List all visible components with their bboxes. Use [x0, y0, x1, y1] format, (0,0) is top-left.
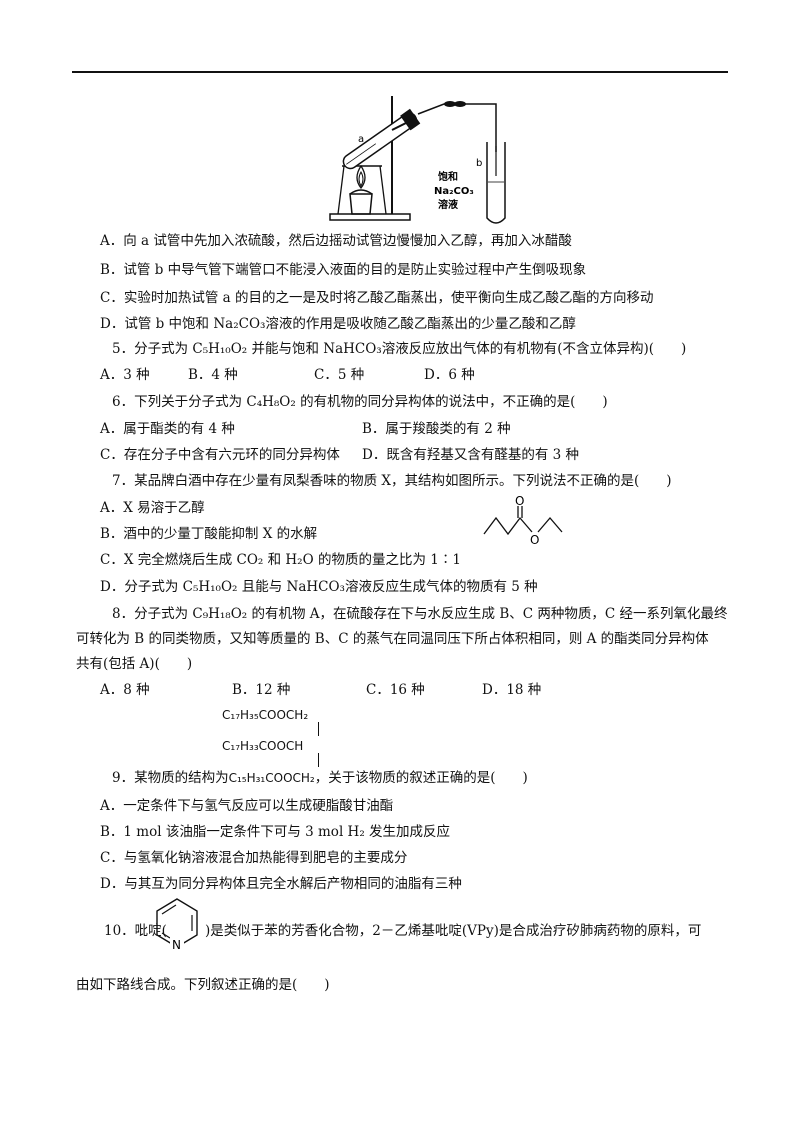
- q9-option-a: A．一定条件下与氢气反应可以生成硬脂酸甘油酯: [100, 798, 394, 814]
- q7-stem: 7．某品牌白酒中存在少量有凤梨香味的物质 X，其结构如图所示。下列说法不正确的是…: [112, 473, 672, 489]
- q9-stem: 9．某物质的结构为C₁₅H₃₁COOCH₂，关于该物质的叙述正确的是( ): [112, 769, 528, 787]
- q7-option-d: D．分子式为 C₅H₁₀O₂ 且能与 NaHCO₃溶液反应生成气体的物质有 5 …: [100, 579, 538, 595]
- q8-option-a: A．8 种: [100, 682, 150, 698]
- q8-line-1: 8．分子式为 C₉H₁₈O₂ 的有机物 A，在硫酸存在下与水反应生成 B、C 两…: [112, 606, 728, 622]
- q5-option-b: B．4 种: [188, 367, 238, 383]
- q4-option-a: A．向 a 试管中先加入浓硫酸，然后边摇动试管边慢慢加入乙醇，再加入冰醋酸: [100, 233, 572, 249]
- q7-option-b: B．酒中的少量丁酸能抑制 X 的水解: [100, 526, 318, 542]
- q4-option-c: C．实验时加热试管 a 的目的之一是及时将乙酸乙酯蒸出，使平衡向生成乙酸乙酯的方…: [100, 290, 654, 306]
- q6-option-c: C．存在分子中含有六元环的同分异构体: [100, 447, 340, 463]
- q6-option-d: D．既含有羟基又含有醛基的有 3 种: [362, 447, 579, 463]
- q8-option-c: C．16 种: [366, 682, 425, 698]
- q5-stem: 5．分子式为 C₅H₁₀O₂ 并能与饱和 NaHCO₃溶液反应放出气体的有机物有…: [112, 341, 687, 357]
- q8-line-3: 共有(包括 A)( ): [76, 656, 193, 672]
- q10-line-1-post: )是类似于苯的芳香化合物，2－乙烯基吡啶(VPy)是合成治疗矽肺病药物的原料，可: [205, 923, 702, 939]
- header-rule: [72, 71, 728, 73]
- q9-stem-post: ，关于该物质的叙述正确的是( ): [314, 770, 528, 786]
- carbonyl-o-label: O: [515, 494, 524, 508]
- q9-stem-pre: 9．某物质的结构为: [112, 770, 229, 786]
- tube-a-label: a: [358, 134, 364, 145]
- formula-bond-1: [318, 722, 319, 736]
- q5-option-d: D．6 种: [424, 367, 475, 383]
- q6-option-b: B．属于羧酸类的有 2 种: [362, 421, 511, 437]
- q6-stem: 6．下列关于分子式为 C₄H₈O₂ 的有机物的同分异构体的说法中，不正确的是( …: [112, 394, 608, 410]
- ester-apparatus-diagram: a b 饱和 Na₂CO₃ 溶液: [329, 96, 506, 224]
- q9-option-d: D．与其互为同分异构体且完全水解后产物相同的油脂有三种: [100, 876, 462, 892]
- tube-b-label: b: [476, 158, 482, 169]
- q10-line-1-pre: 10．吡啶(: [104, 923, 167, 939]
- pyridine-n-label: N: [172, 938, 181, 951]
- formula-bond-2: [318, 753, 319, 767]
- q6-option-a: A．属于酯类的有 4 种: [100, 421, 235, 437]
- q10-line-2: 由如下路线合成。下列叙述正确的是( ): [76, 977, 330, 993]
- triglyceride-line-2: C₁₇H₃₃COOCH: [222, 739, 304, 753]
- solution-label-3: 溶液: [438, 198, 458, 211]
- ester-o-label: O: [530, 533, 539, 547]
- solution-label-2: Na₂CO₃: [434, 186, 474, 197]
- pyridine-structure: N: [156, 898, 198, 951]
- q4-option-d: D．试管 b 中饱和 Na₂CO₃溶液的作用是吸收随乙酸乙酯蒸出的少量乙酸和乙醇: [100, 316, 576, 332]
- triglyceride-line-3: C₁₅H₃₁COOCH₂: [228, 771, 315, 785]
- q4-option-b: B．试管 b 中导气管下端管口不能浸入液面的目的是防止实验过程中产生倒吸现象: [100, 262, 587, 278]
- solution-label-1: 饱和: [438, 170, 458, 183]
- q9-option-b: B．1 mol 该油脂一定条件下可与 3 mol H₂ 发生加成反应: [100, 824, 451, 840]
- q7-option-a: A．X 易溶于乙醇: [100, 500, 205, 516]
- q5-option-a: A．3 种: [100, 367, 150, 383]
- triglyceride-line-1: C₁₇H₃₅COOCH₂: [222, 708, 309, 722]
- q8-line-2: 可转化为 B 的同类物质，又知等质量的 B、C 的蒸气在同温同压下所占体积相同，…: [76, 631, 709, 647]
- q5-option-c: C．5 种: [314, 367, 365, 383]
- q7-option-c: C．X 完全燃烧后生成 CO₂ 和 H₂O 的物质的量之比为 1∶1: [100, 552, 461, 568]
- q9-option-c: C．与氢氧化钠溶液混合加热能得到肥皂的主要成分: [100, 850, 408, 866]
- q8-option-d: D．18 种: [482, 682, 542, 698]
- q8-option-b: B．12 种: [232, 682, 291, 698]
- ethyl-butanoate-structure: O O: [483, 494, 563, 547]
